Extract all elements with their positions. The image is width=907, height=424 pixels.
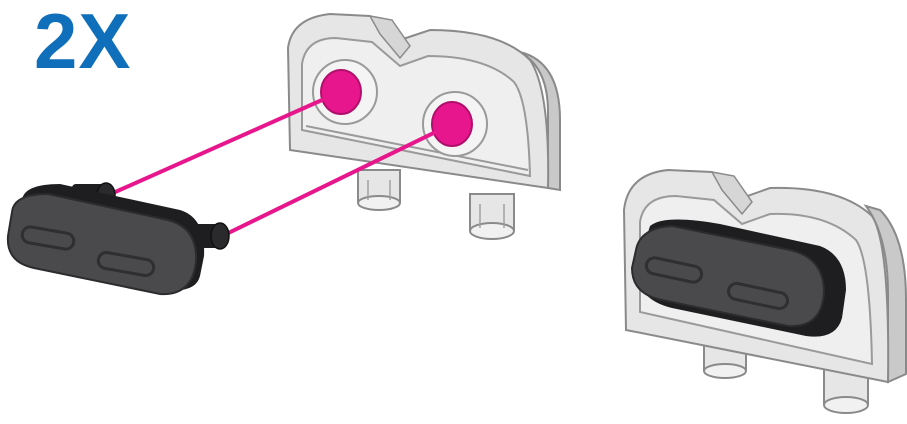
assembled-result [624,170,906,413]
mounting-pin-right [470,194,514,239]
peg-hole-right [423,92,487,156]
peg-hole-left [313,60,377,124]
bumper-exploded [8,183,229,294]
mounting-pin-left [358,170,400,210]
bracket-exploded [288,14,560,239]
